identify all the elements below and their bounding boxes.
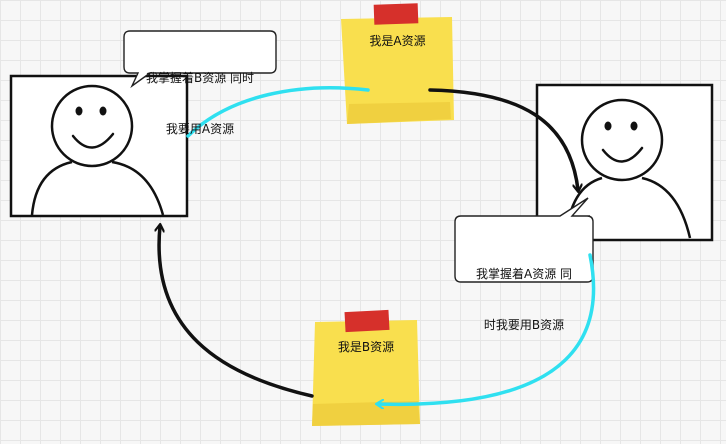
smiley-face-icon <box>30 84 165 216</box>
note-b-label: 我是B资源 <box>337 340 395 354</box>
bubble-2-line-1: 我掌握着A资源 同 <box>475 267 573 281</box>
speech-bubble-2-text: 我掌握着A资源 同 时我要用B资源 <box>455 232 593 351</box>
cyan-arrow-person2-to-b <box>378 253 596 404</box>
speech-bubble-2 <box>454 197 594 283</box>
speech-bubble-1-text: 我掌握着B资源 同时 我要用A资源 <box>124 36 276 155</box>
bubble-2-line-2: 时我要用B资源 <box>483 318 565 332</box>
resource-b-note <box>312 309 420 426</box>
note-a-label: 我是A资源 <box>369 34 426 48</box>
sticky-note-b <box>312 320 420 426</box>
bubble-1-line-1: 我掌握着B资源 同时 <box>145 71 255 85</box>
cyan-arrow-person1-to-a <box>186 86 370 138</box>
black-arrow-a-to-person2 <box>428 88 578 190</box>
bubble-1-line-2: 我要用A资源 <box>165 122 235 136</box>
black-arrow-b-to-person1 <box>159 226 314 398</box>
person-1 <box>9 74 189 218</box>
resource-a-note <box>341 3 454 124</box>
smiley-face-icon <box>564 98 692 239</box>
tape-icon <box>373 3 419 25</box>
tape-icon <box>344 309 390 333</box>
speech-bubble-1 <box>123 30 277 89</box>
sticky-note-a <box>341 17 454 124</box>
